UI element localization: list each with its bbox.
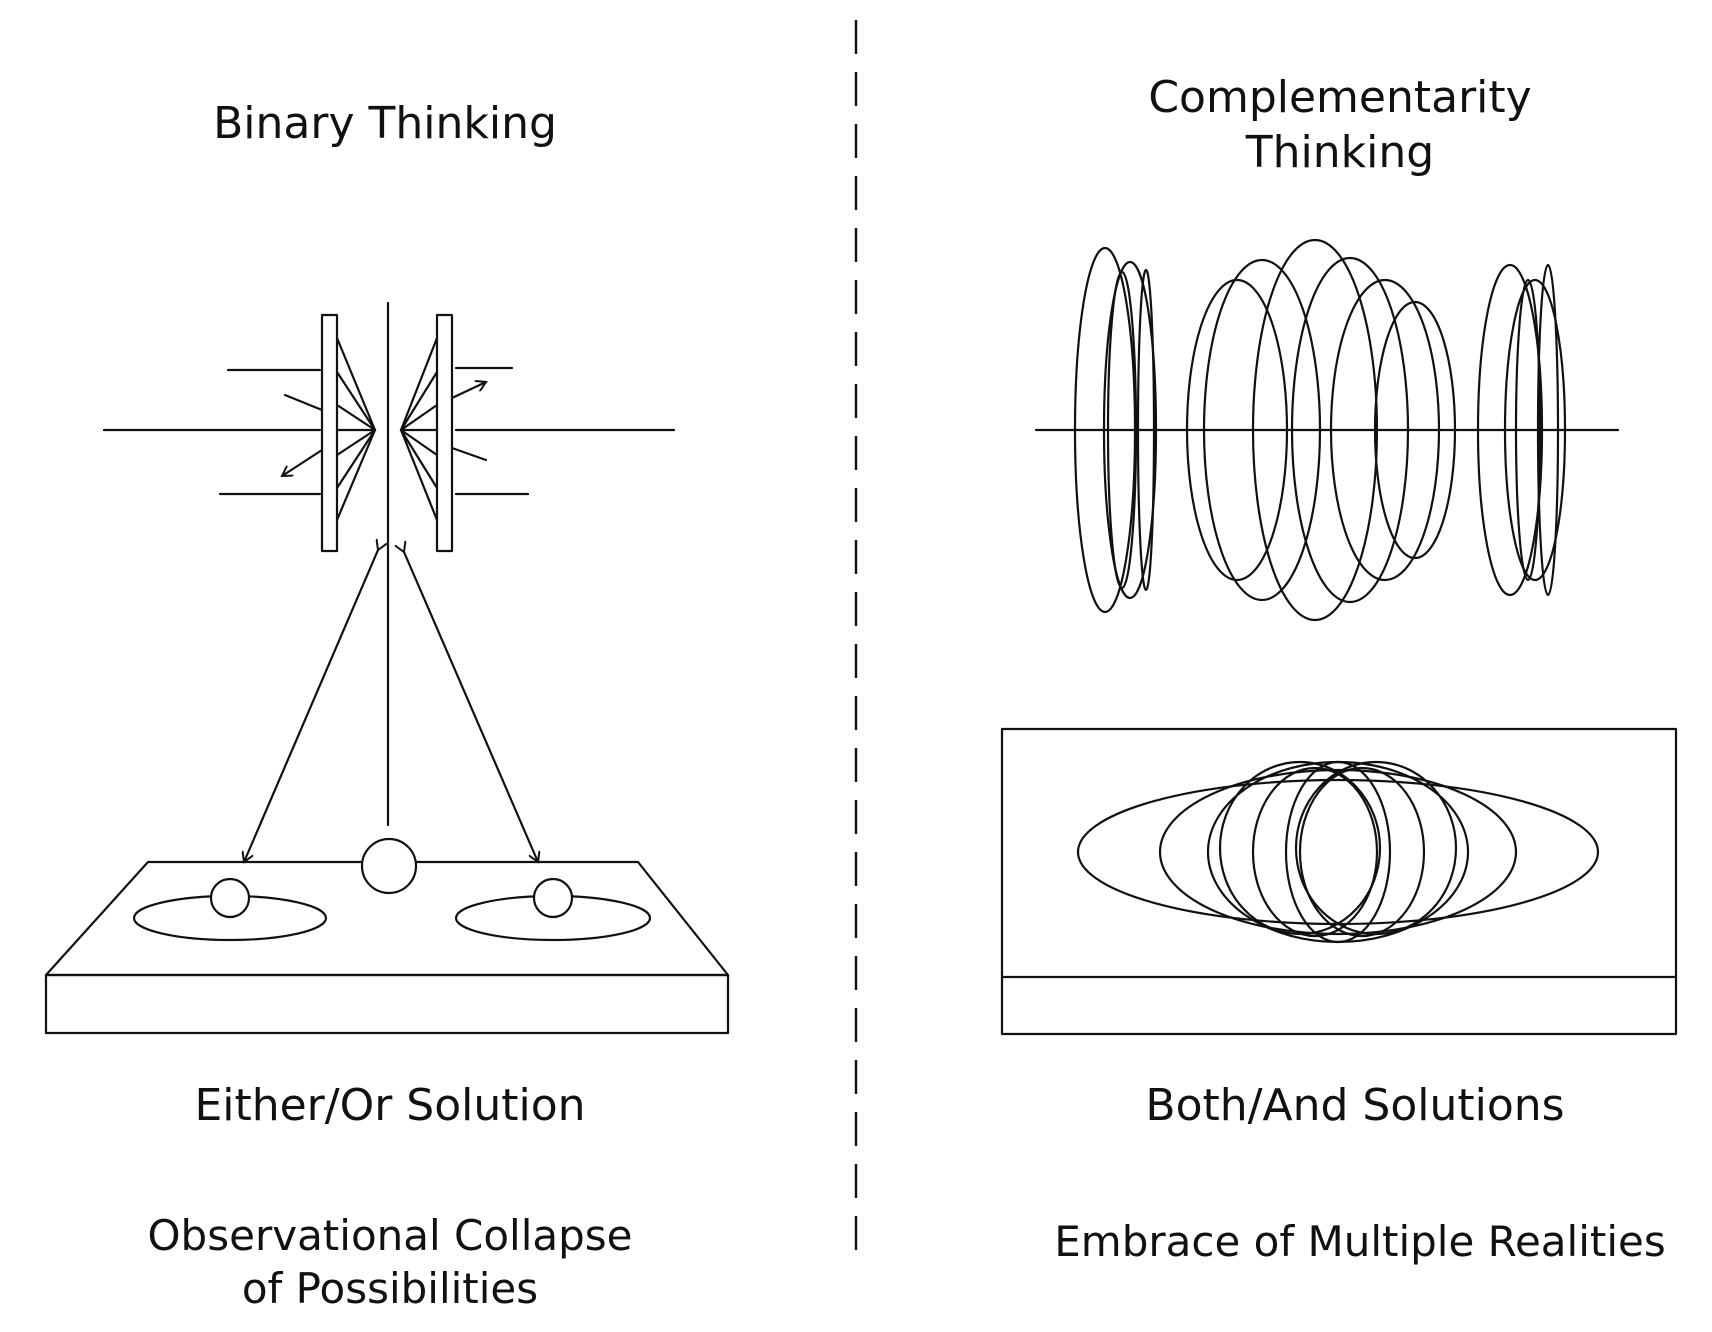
wave-loop [1102, 260, 1158, 600]
left-fan-rays [283, 336, 377, 522]
orbit-ellipse [1284, 760, 1392, 944]
both-and-box-illustration [1000, 727, 1678, 1036]
wave-loop [1514, 278, 1542, 582]
left-plate-arrow [282, 448, 324, 478]
right-fan-rays [399, 336, 488, 522]
orbit-ellipse [1076, 778, 1600, 926]
wave-loop [1373, 300, 1457, 560]
left-slit-plate [320, 313, 339, 553]
orbit-ellipse [1251, 766, 1379, 938]
right-plate-arrow [450, 382, 486, 400]
right-panel-subcaption: Embrace of Multiple Realities [1054, 1217, 1666, 1266]
superposition-wave-illustration [1034, 238, 1620, 622]
orbit-ellipse [1206, 760, 1470, 944]
binary-apparatus-illustration [44, 301, 730, 1035]
wave-loop [1136, 268, 1156, 592]
right-particle [532, 877, 574, 919]
wave-loop [1251, 238, 1379, 622]
left-particle [209, 877, 251, 919]
right-panel-caption: Both/And Solutions [1145, 1080, 1565, 1131]
overlapping-orbits [1076, 760, 1600, 944]
wave-loop [1536, 263, 1560, 597]
orbit-ellipse [1158, 768, 1518, 936]
left-panel-title: Binary Thinking [213, 98, 557, 149]
right-panel-title: Complementarity Thinking [1148, 72, 1532, 178]
wave-loop [1290, 256, 1410, 604]
orbit-ellipse [1298, 766, 1426, 938]
right-measurement-arrow [404, 552, 538, 862]
wave-loop [1503, 278, 1567, 582]
right-slit-plate [435, 313, 454, 553]
wave-loop [1185, 278, 1289, 582]
platform-front [44, 973, 730, 1035]
left-panel-subcaption: Observational Collapse of Possibilities [147, 1211, 633, 1313]
wave-loop [1329, 278, 1441, 582]
center-particle [360, 837, 418, 895]
left-panel-caption: Either/Or Solution [194, 1080, 586, 1131]
reality-box [1000, 727, 1678, 1036]
wave-loop [1106, 270, 1138, 590]
wave-loops [1073, 238, 1567, 622]
wave-loop [1476, 263, 1544, 597]
left-measurement-arrow [244, 550, 378, 862]
wave-loop [1202, 258, 1322, 602]
